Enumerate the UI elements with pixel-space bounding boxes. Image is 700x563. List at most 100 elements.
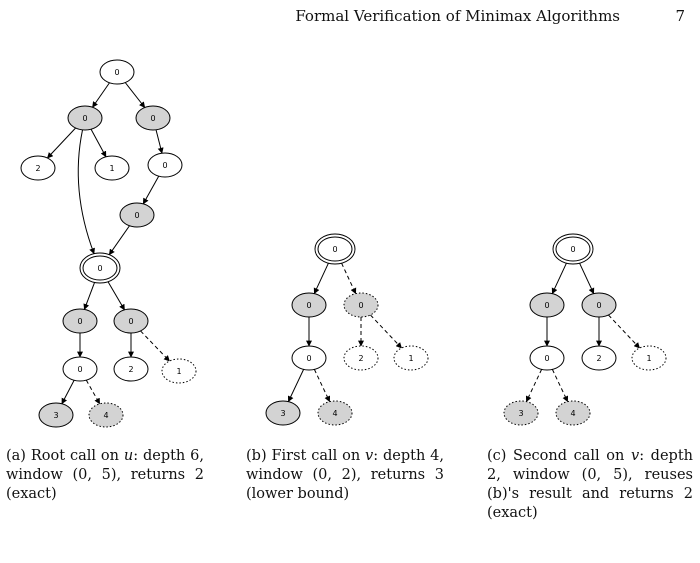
tree-node-label-a2: 0 [150,114,155,123]
tree-node-label-a3: 2 [35,164,40,173]
tree-node-r: 0 [99,59,135,85]
tree-node-b5: 1 [161,358,197,384]
edge-d3-d6 [525,369,543,403]
panel-c-tree: 0 0 0 0 2 1 3 4 [503,233,667,426]
tree-node-c1: 0 [291,292,327,318]
tree-node-a1: 0 [67,105,103,131]
tree-node-label-c5: 1 [408,354,413,363]
tree-node-d3: 0 [529,345,565,371]
tree-node-w: 0 [552,233,594,265]
panel-b-tree: 0 0 0 0 2 1 3 4 [265,233,429,426]
edge-c3-c7 [313,369,331,403]
tree-node-d1: 0 [529,292,565,318]
tree-node-label-b4: 2 [128,365,133,374]
tree-node-label-b6: 3 [53,411,58,420]
tree-node-label-d4: 2 [596,354,601,363]
tree-node-label-b2: 0 [128,317,133,326]
tree-node-label-c7: 4 [332,409,337,418]
tree-node-c2: 0 [343,292,379,318]
edge-a5-a6 [142,175,160,205]
caption-b-suffix: : depth 4, window (0, 2), returns 3 (low… [246,448,444,502]
edge-r-a2 [124,82,146,108]
edge-b3-b7 [85,379,101,405]
tree-node-u: 0 [79,252,121,284]
tree-node-label-b3: 0 [77,365,82,374]
edge-r-a1 [92,82,110,108]
edge-v-c2 [341,262,357,295]
caption-c-var: v [630,448,640,464]
tree-node-label-d3: 0 [544,354,549,363]
tree-node-d6: 3 [503,400,539,426]
edge-a6-u [108,225,130,256]
edge-c2-c5 [370,314,402,349]
tree-node-b3: 0 [62,356,98,382]
tree-node-label-c1: 0 [306,301,311,310]
tree-node-v: 0 [314,233,356,265]
tree-node-label-c4: 2 [358,354,363,363]
tree-node-d2: 0 [581,292,617,318]
caption-a-prefix: (a) Root call on [6,448,124,464]
edge-u-b1 [83,282,96,310]
edge-u-b2 [107,281,125,311]
tree-node-label-c6: 3 [280,409,285,418]
tree-node-label-d7: 4 [570,409,575,418]
edge-a1-a4 [90,128,107,158]
tree-node-label-b5: 1 [176,367,181,376]
tree-node-label-c2: 0 [358,301,363,310]
tree-node-label-a4: 1 [109,164,114,173]
edge-a1-a3 [46,127,76,159]
caption-a-var: u [123,448,134,464]
edge-v-c1 [313,262,329,295]
tree-node-label-b7: 4 [103,411,108,420]
tree-node-a3: 2 [20,155,56,181]
tree-node-label-d2: 0 [596,301,601,310]
caption-c-suffix: : depth 2, window (0, 5), reuses (b)'s r… [487,448,693,521]
tree-node-c7: 4 [317,400,353,426]
edge-d2-d5 [608,314,640,349]
tree-node-label-a5: 0 [162,161,167,170]
tree-node-c3: 0 [291,345,327,371]
tree-node-b6: 3 [38,402,74,428]
tree-node-c4: 2 [343,345,379,371]
edge-w-d2 [579,262,595,295]
tree-node-b7: 4 [88,402,124,428]
tree-node-label-d6: 3 [518,409,523,418]
page-number: 7 [675,7,685,25]
tree-node-c5: 1 [393,345,429,371]
tree-node-label-d1: 0 [544,301,549,310]
tree-node-label-c3: 0 [306,354,311,363]
edge-b2-b5 [140,330,170,362]
tree-node-a4: 1 [94,155,130,181]
page-header: Formal Verification of Minimax Algorithm… [0,7,700,31]
tree-node-d4: 2 [581,345,617,371]
edge-b3-b6 [61,380,75,405]
tree-node-b4: 2 [113,356,149,382]
tree-node-d5: 1 [631,345,667,371]
tree-node-label-w: 0 [570,245,575,254]
edge-a2-a5 [155,129,164,154]
tree-node-label-a6: 0 [134,211,139,220]
caption-b-var: v [365,448,374,464]
caption-c-prefix: (c) Second call on [487,448,631,464]
running-title: Formal Verification of Minimax Algorithm… [295,7,620,25]
panel-a-tree: 0 0 0 2 1 0 0 0 0 0 0 2 1 3 4 [20,59,197,428]
tree-node-b2: 0 [113,308,149,334]
tree-node-a5: 0 [147,152,183,178]
caption-c: (c) Second call on v: depth 2, window (0… [487,447,693,523]
tree-node-label-r: 0 [114,68,119,77]
tree-node-b1: 0 [62,308,98,334]
tree-node-label-b1: 0 [77,317,82,326]
caption-a: (a) Root call on u: depth 6, window (0, … [6,447,204,504]
tree-node-label-a1: 0 [82,114,87,123]
caption-b: (b) First call on v: depth 4, window (0,… [246,447,444,504]
tree-node-a6: 0 [119,202,155,228]
tree-node-label-v: 0 [332,245,337,254]
caption-a-suffix: : depth 6, window (0, 5), returns 2 (exa… [6,448,204,502]
edge-a1-u [77,129,95,255]
edge-c3-c6 [287,369,305,403]
edge-d3-d7 [551,369,569,403]
tree-node-label-u: 0 [97,264,102,273]
tree-node-d7: 4 [555,400,591,426]
tree-node-a2: 0 [135,105,171,131]
